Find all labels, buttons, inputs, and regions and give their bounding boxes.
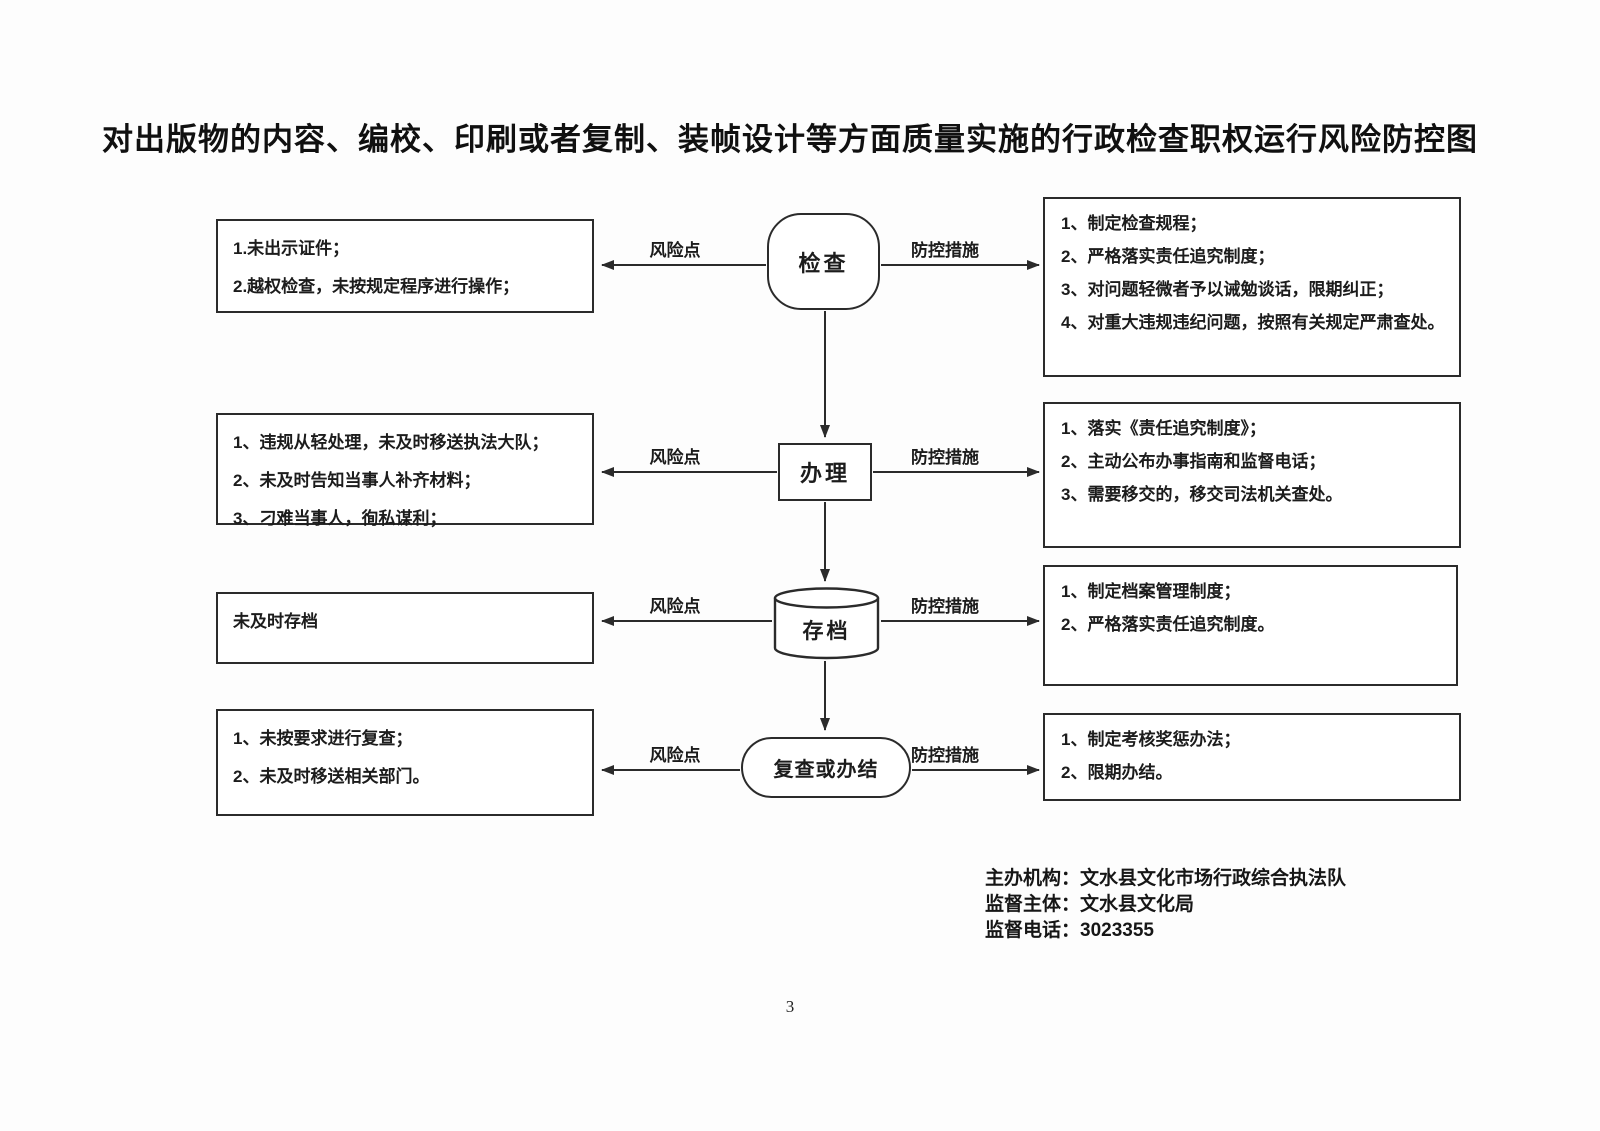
list-item: 监督电话：3023355: [985, 920, 1154, 941]
risk-box-review: 1、未按要求进行复查； 2、未及时移送相关部门。: [216, 709, 594, 816]
measure-box-archive: 1、制定档案管理制度； 2、严格落实责任追究制度。: [1043, 565, 1458, 686]
list-item: 1.未出示证件；: [233, 239, 350, 258]
measure-arrow-label: 防控措施: [911, 597, 979, 616]
page-number: 3: [785, 997, 795, 1016]
list-item: 3、需要移交的，移交司法机关查处。: [1061, 485, 1343, 504]
list-item: 2、严格落实责任追究制度；: [1061, 247, 1275, 266]
list-item: 监督主体：文水县文化局: [985, 894, 1195, 915]
list-item: 3、对问题轻微者予以诫勉谈话，限期纠正；: [1061, 280, 1394, 299]
list-item: 3、刁难当事人，徇私谋利；: [233, 509, 447, 528]
cylinder-shape-icon: [773, 587, 880, 660]
risk-arrow-label: 风险点: [649, 597, 701, 616]
risk-arrow-label: 风险点: [649, 241, 701, 260]
flow-node-review: 复查或办结: [741, 737, 911, 798]
list-item: 2、限期办结。: [1061, 763, 1173, 782]
measure-arrow-label: 防控措施: [911, 746, 979, 765]
measure-arrow-label: 防控措施: [911, 448, 979, 467]
list-item: 1、未按要求进行复查；: [233, 729, 413, 748]
flow-node-label: 办理: [799, 461, 850, 486]
risk-box-handle: 1、违规从轻处理，未及时移送执法大队； 2、未及时告知当事人补齐材料； 3、刁难当事…: [216, 413, 594, 528]
list-item: 主办机构：文水县文化市场行政综合执法队: [985, 868, 1347, 889]
list-item: 1、制定档案管理制度；: [1061, 582, 1241, 601]
list-item: 2、严格落实责任追究制度。: [1061, 615, 1275, 634]
list-item: 未及时存档: [233, 612, 318, 631]
list-item: 2、未及时移送相关部门。: [233, 767, 430, 786]
list-item: 2、未及时告知当事人补齐材料；: [233, 471, 481, 490]
list-item: 4、对重大违规违纪问题，按照有关规定严肃查处。: [1061, 313, 1445, 332]
flow-node-label: 存档: [802, 619, 851, 643]
flow-node-handle: 办理: [778, 443, 872, 501]
list-item: 1、落实《责任追究制度》；: [1061, 419, 1266, 438]
measure-box-inspect: 1、制定检查规程； 2、严格落实责任追究制度； 3、对问题轻微者予以诫勉谈话，限期纠…: [1043, 197, 1461, 377]
page-title: 对出版物的内容、编校、印刷或者复制、装帧设计等方面质量实施的行政检查职权运行风险…: [102, 122, 1478, 157]
risk-arrow-label: 风险点: [649, 448, 701, 467]
flow-node-inspect: 检查: [767, 213, 880, 310]
measure-box-handle: 1、落实《责任追究制度》； 2、主动公布办事指南和监督电话； 3、需要移交的，移交司…: [1043, 402, 1461, 548]
footer-info: 主办机构：文水县文化市场行政综合执法队监督主体：文水县文化局监督电话：30233…: [985, 866, 1346, 944]
list-item: 2、主动公布办事指南和监督电话；: [1061, 452, 1326, 471]
flow-node-label: 复查或办结: [773, 759, 879, 781]
measure-arrow-label: 防控措施: [911, 241, 979, 260]
flow-node-archive: 存档: [773, 587, 880, 660]
list-item: 2.越权检查，未按规定程序进行操作；: [233, 277, 520, 296]
risk-box-inspect: 1.未出示证件； 2.越权检查，未按规定程序进行操作；: [216, 219, 594, 313]
list-item: 1、制定考核奖惩办法；: [1061, 730, 1241, 749]
measure-box-review: 1、制定考核奖惩办法； 2、限期办结。: [1043, 713, 1461, 801]
risk-box-archive: 未及时存档: [216, 592, 594, 664]
flow-node-label: 检查: [798, 250, 849, 276]
risk-arrow-label: 风险点: [649, 746, 701, 765]
list-item: 1、制定检查规程；: [1061, 214, 1207, 233]
list-item: 1、违规从轻处理，未及时移送执法大队；: [233, 433, 549, 452]
